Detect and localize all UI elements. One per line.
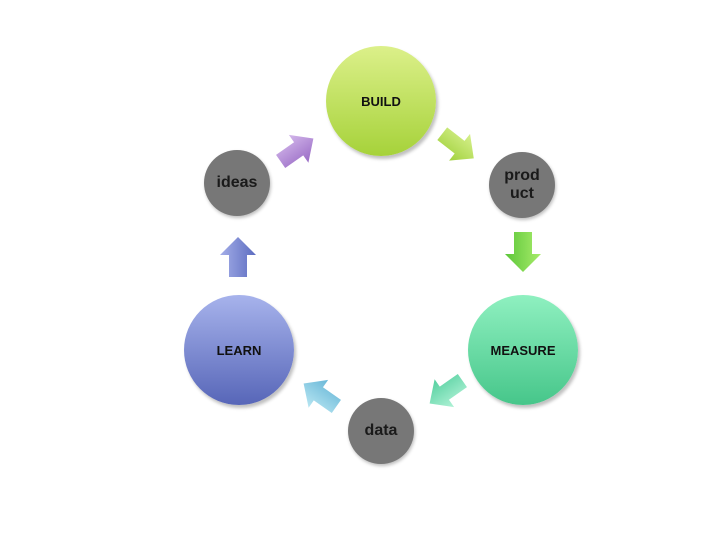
arrow-ideas-to-build-icon <box>276 134 314 169</box>
build-stage: BUILD <box>326 46 436 156</box>
learn-stage: LEARN <box>184 295 294 405</box>
learn-stage-label: LEARN <box>216 342 262 358</box>
product-label-line2: uct <box>509 185 534 202</box>
measure-stage: MEASURE <box>468 295 578 405</box>
measure-stage-label: MEASURE <box>490 342 556 358</box>
build-stage-label: BUILD <box>361 93 401 109</box>
product-label-line1: prod <box>504 167 540 184</box>
product-node: prod uct <box>489 152 555 218</box>
arrow-product-to-measure-icon <box>505 232 541 272</box>
product-node-label: prod uct <box>504 167 540 203</box>
ideas-node-label: ideas <box>216 174 258 191</box>
arrow-data-to-learn-icon <box>303 379 341 414</box>
data-node: data <box>348 398 414 464</box>
arrow-build-to-product-icon <box>437 127 474 161</box>
ideas-node: ideas <box>204 150 270 216</box>
arrow-learn-to-ideas-icon <box>220 237 256 277</box>
data-node-label: data <box>364 422 398 439</box>
arrow-measure-to-data-icon <box>429 373 467 408</box>
